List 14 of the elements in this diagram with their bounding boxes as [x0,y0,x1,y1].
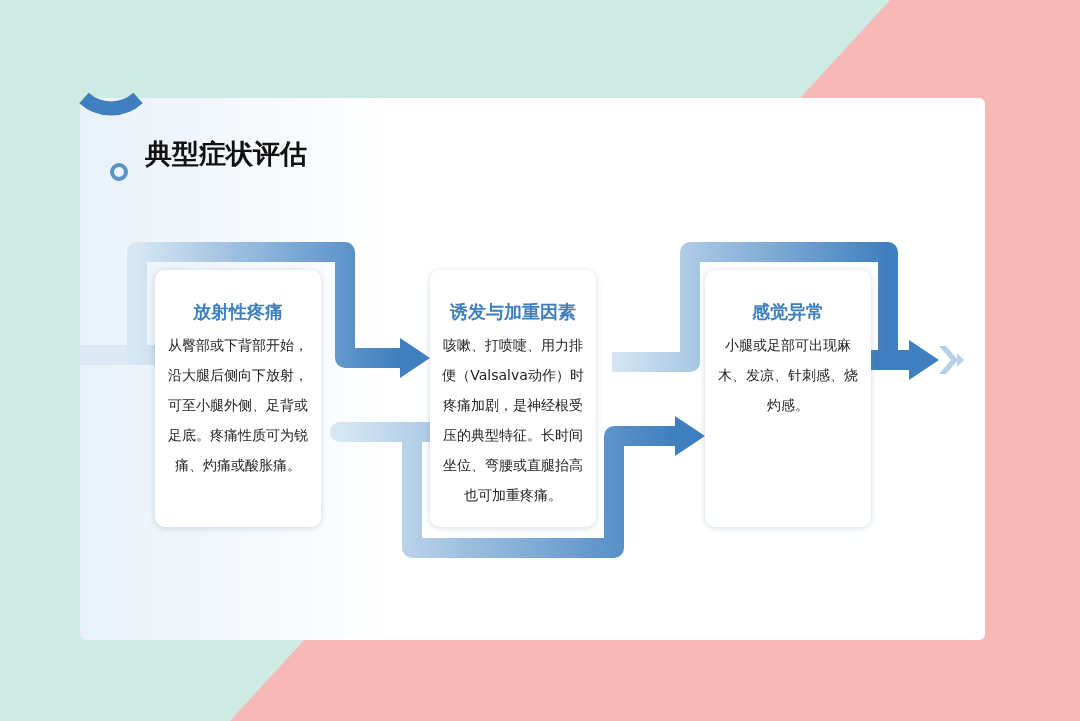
card-text: 从臀部或下背部开始，沿大腿后侧向下放射，可至小腿外侧、足背或足底。疼痛性质可为锐痛、灼痛或酸胀痛。 [167,336,309,475]
card-heading: 放射性疼痛 [192,300,284,324]
chevron-icon [939,346,965,374]
card-text: 小腿或足部可出现麻木、发凉、针刺感、烧灼感。 [717,336,859,415]
text-card [430,270,596,527]
text-card [155,270,321,527]
card-heading: 感觉异常 [751,300,825,324]
card-heading: 诱发与加重因素 [448,300,577,324]
arrow [330,416,705,558]
title: 典型症状评估 [145,137,307,171]
card-text: 咳嗽、打喷嚏、用力排便（Valsalva动作）时疼痛加剧，是神经根受压的典型特征。长时间坐位、弯腰或直腿抬高也可加重疼痛。 [441,336,585,505]
arrow [871,340,939,380]
text-card [705,270,871,527]
arrow [127,242,430,378]
